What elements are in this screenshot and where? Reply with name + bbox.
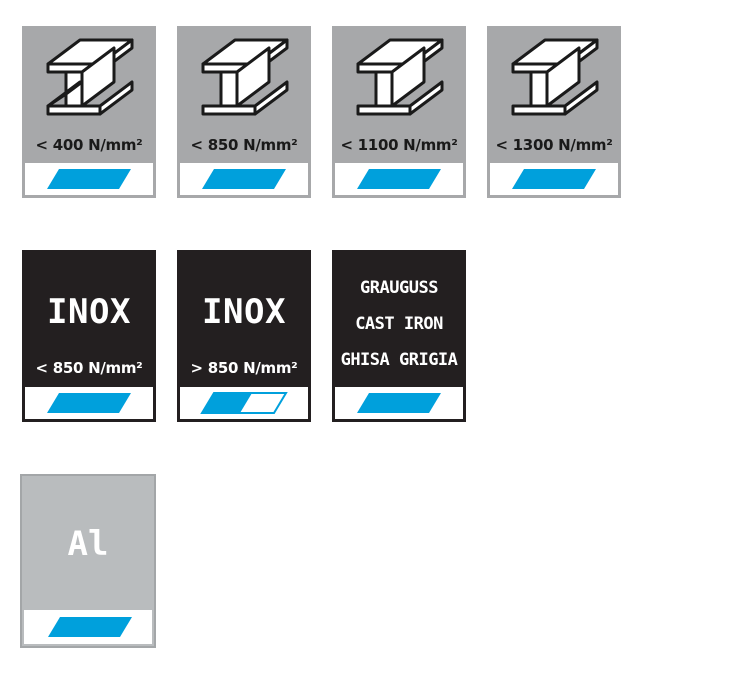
steel-tile-2: < 850 N/mm²	[177, 26, 311, 198]
indicator-strip	[25, 387, 153, 419]
aluminium-tile: Al	[20, 474, 156, 648]
indicator-strip	[24, 610, 152, 644]
inox-tile-2: INOX > 850 N/mm²	[177, 250, 311, 422]
indicator-strip	[335, 163, 463, 195]
half-indicator-icon	[200, 392, 288, 414]
full-indicator-icon	[48, 617, 132, 637]
inox-title: INOX	[47, 292, 131, 332]
full-indicator-icon	[202, 169, 286, 189]
full-indicator-icon	[47, 169, 131, 189]
tensile-strength-label: < 1300 N/mm²	[495, 136, 613, 154]
steel-tile-4: < 1300 N/mm²	[487, 26, 621, 198]
cast-iron-line-en: CAST IRON	[355, 314, 443, 334]
tensile-strength-label: < 850 N/mm²	[35, 359, 143, 377]
indicator-strip	[180, 163, 308, 195]
steel-tile-1: < 400 N/mm²	[22, 26, 156, 198]
indicator-strip	[25, 163, 153, 195]
indicator-strip	[180, 387, 308, 419]
steel-tile-3: < 1100 N/mm²	[332, 26, 466, 198]
full-indicator-icon	[512, 169, 596, 189]
aluminium-title: Al	[67, 524, 109, 564]
inox-tile-1: INOX < 850 N/mm²	[22, 250, 156, 422]
indicator-strip	[490, 163, 618, 195]
cast-iron-tile: GRAUGUSS CAST IRON GHISA GRIGIA	[332, 250, 466, 422]
indicator-strip	[335, 387, 463, 419]
i-beam-icon	[46, 38, 134, 116]
i-beam-icon	[356, 38, 444, 116]
tensile-strength-label: < 400 N/mm²	[35, 136, 143, 154]
full-indicator-icon	[357, 393, 441, 413]
tensile-strength-label: > 850 N/mm²	[190, 359, 298, 377]
tensile-strength-label: < 850 N/mm²	[190, 136, 298, 154]
tensile-strength-label: < 1100 N/mm²	[340, 136, 458, 154]
full-indicator-icon	[357, 169, 441, 189]
cast-iron-labels: GRAUGUSS CAST IRON GHISA GRIGIA	[332, 270, 466, 378]
inox-title: INOX	[202, 292, 286, 332]
cast-iron-line-it: GHISA GRIGIA	[340, 350, 458, 370]
cast-iron-line-de: GRAUGUSS	[360, 278, 438, 298]
i-beam-icon	[511, 38, 599, 116]
full-indicator-icon	[47, 393, 131, 413]
i-beam-icon	[201, 38, 289, 116]
